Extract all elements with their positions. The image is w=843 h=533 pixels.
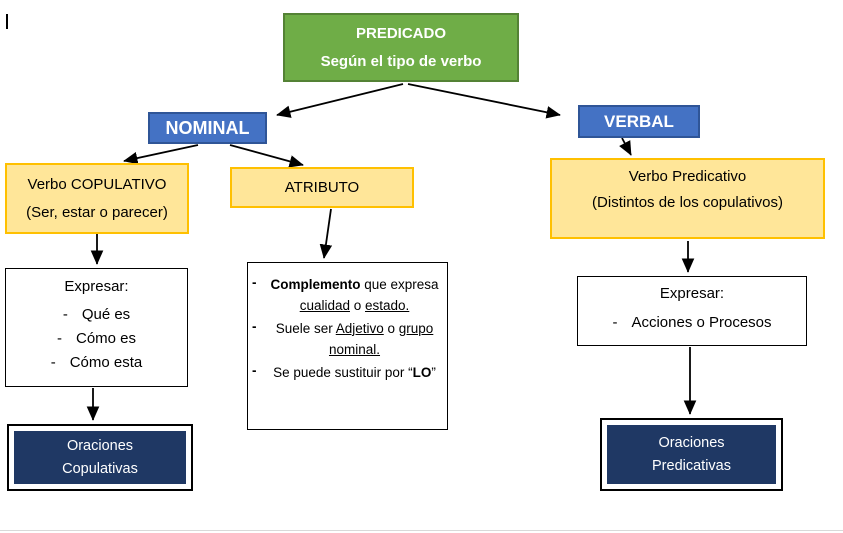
arrow-verbal-predicativo	[619, 137, 632, 156]
oraciones-predicativas-line1: Oraciones	[658, 435, 725, 452]
bullet-text: Complemento que expresa cualidad o estad…	[270, 277, 439, 313]
list-item: - Cómo esta	[51, 354, 143, 371]
node-atributo-detalle[interactable]: - Complemento que expresa cualidad o est…	[247, 262, 448, 430]
dash-marker: -	[252, 275, 257, 290]
verbal-label: VERBAL	[604, 111, 674, 131]
node-nominal[interactable]: NOMINAL	[148, 112, 267, 144]
node-oraciones-predicativas[interactable]: Oraciones Predicativas	[600, 418, 783, 491]
expresar-nominal-title: Expresar:	[64, 278, 129, 295]
bullet-item: - Suele ser Adjetivo o grupo nominal.	[252, 319, 443, 361]
atributo-detalle-body: - Complemento que expresa cualidad o est…	[248, 271, 447, 388]
predicativo-line1: Verbo Predicativo	[628, 168, 747, 186]
oraciones-copulativas-inner: Oraciones Copulativas	[14, 431, 186, 484]
atributo-label: ATRIBUTO	[284, 179, 360, 196]
bullet-text: Suele ser Adjetivo o grupo nominal.	[275, 320, 434, 357]
node-verbo-copulativo[interactable]: Verbo COPULATIVO (Ser, estar o parecer)	[5, 163, 189, 234]
copulativo-line2: (Ser, estar o parecer)	[26, 204, 168, 221]
bullet-item: - Se puede sustituir por “LO”	[252, 363, 443, 384]
list-item-label: Cómo esta	[69, 354, 143, 371]
arrow-nominal-copulativo	[123, 144, 199, 165]
node-oraciones-copulativas[interactable]: Oraciones Copulativas	[7, 424, 193, 491]
dash-marker: -	[252, 362, 257, 378]
dash-marker: -	[252, 318, 257, 334]
dash-marker: -	[62, 306, 68, 323]
bullet-item: - Complemento que expresa cualidad o est…	[252, 275, 443, 317]
node-expresar-nominal[interactable]: Expresar: - Qué es - Cómo es - Cómo esta	[5, 268, 188, 387]
nominal-label: NOMINAL	[165, 117, 250, 138]
oraciones-copulativas-line2: Copulativas	[62, 460, 138, 477]
expresar-nominal-list: - Qué es - Cómo es - Cómo esta	[6, 306, 187, 371]
node-verbo-predicativo[interactable]: Verbo Predicativo (Distintos de los copu…	[550, 158, 825, 239]
oraciones-predicativas-line2: Predicativas	[652, 457, 731, 474]
dash-marker: -	[50, 354, 56, 371]
list-item: - Acciones o Procesos	[612, 314, 771, 331]
list-item: - Cómo es	[57, 330, 136, 347]
dash-marker: -	[612, 314, 618, 331]
page-edge-divider	[0, 530, 843, 531]
text-cursor-artifact	[6, 14, 8, 29]
predicado-title: PREDICADO	[355, 25, 446, 43]
oraciones-predicativas-inner: Oraciones Predicativas	[607, 425, 776, 484]
arrow-predicado-verbal	[407, 83, 561, 119]
node-atributo[interactable]: ATRIBUTO	[230, 167, 414, 208]
arrow-atributo-detalle	[319, 208, 333, 259]
dash-marker: -	[56, 330, 62, 347]
node-verbal[interactable]: VERBAL	[578, 105, 700, 138]
list-item-label: Cómo es	[75, 330, 137, 347]
expresar-verbal-title: Expresar:	[659, 285, 725, 302]
list-item: - Qué es	[63, 306, 130, 323]
list-item-label: Qué es	[81, 306, 131, 323]
oraciones-copulativas-line1: Oraciones	[66, 438, 134, 455]
list-item-label: Acciones o Procesos	[631, 314, 772, 331]
node-expresar-verbal[interactable]: Expresar: - Acciones o Procesos	[577, 276, 807, 346]
bullet-text: Se puede sustituir por “LO”	[273, 364, 436, 380]
predicado-subtitle: Según el tipo de verbo	[320, 52, 482, 70]
arrow-predicado-nominal	[276, 83, 404, 118]
expresar-verbal-list: - Acciones o Procesos	[578, 314, 806, 331]
predicativo-line2: (Distintos de los copulativos)	[592, 193, 783, 211]
node-predicado[interactable]: PREDICADO Según el tipo de verbo	[283, 13, 519, 82]
arrow-nominal-atributo	[229, 144, 304, 168]
copulativo-line1: Verbo COPULATIVO	[27, 176, 167, 193]
